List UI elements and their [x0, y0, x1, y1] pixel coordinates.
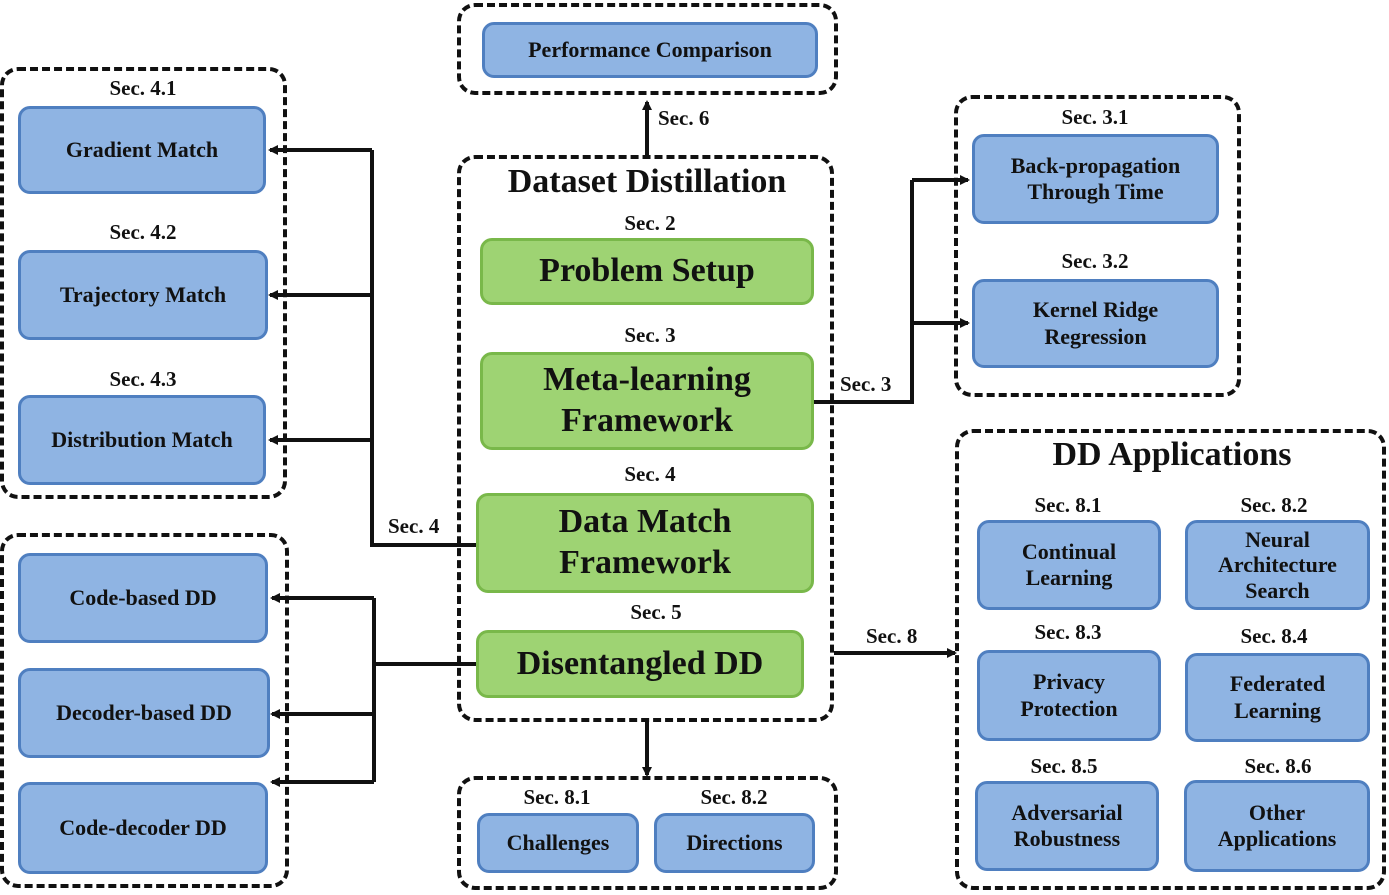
app-sec-8-4: Sec. 8.4 [1240, 624, 1308, 648]
performance-comparison-box: Performance Comparison [482, 22, 818, 78]
gradient-match-box: Gradient Match [18, 106, 266, 194]
data-match-box: Data Match Framework [476, 493, 814, 593]
federated-label: Federated Learning [1229, 671, 1326, 723]
krr-sec-label: Sec. 3.2 [1061, 249, 1129, 273]
matching-group [0, 67, 287, 499]
performance-group [457, 3, 838, 95]
code-based-label: Code-based DD [69, 584, 217, 610]
meta-sec-label: Sec. 3 [624, 323, 676, 347]
gradient-sec-label: Sec. 4.1 [109, 76, 177, 100]
line-data-match-trunk [370, 150, 476, 547]
decoder-based-box: Decoder-based DD [18, 668, 270, 758]
meta-learning-label: Meta-learning Framework [543, 361, 751, 439]
trajectory-sec-label: Sec. 4.2 [109, 220, 177, 244]
nas-box: Neural Architecture Search [1185, 520, 1370, 610]
app-sec-8-3: Sec. 8.3 [1034, 620, 1102, 644]
applications-arrow-label: Sec. 8 [866, 624, 918, 648]
disent-sec-label: Sec. 5 [630, 600, 682, 624]
directions-label: Directions [686, 829, 783, 855]
app-sec-8-5: Sec. 8.5 [1030, 754, 1098, 778]
distribution-match-label: Distribution Match [51, 426, 233, 452]
trajectory-match-label: Trajectory Match [59, 281, 227, 307]
app-sec-8-1: Sec. 8.1 [1034, 493, 1102, 517]
directions-sec-label: Sec. 8.2 [700, 785, 768, 809]
continual-learning-box: Continual Learning [977, 520, 1161, 610]
distribution-sec-label: Sec. 4.3 [109, 367, 177, 391]
match-sec-label: Sec. 4 [624, 462, 676, 486]
disentangled-methods-group [0, 533, 289, 888]
adversarial-label: Adversarial Robustness [1011, 799, 1123, 851]
meta-learning-box: Meta-learning Framework [480, 352, 814, 450]
disentangled-label: Disentangled DD [516, 644, 764, 682]
other-applications-label: Other Applications [1217, 799, 1337, 851]
bptt-label: Back-propagation Through Time [1010, 152, 1181, 204]
matching-arrow-label: Sec. 4 [388, 514, 440, 538]
data-match-label: Data Match Framework [558, 503, 732, 581]
challenges-label: Challenges [506, 829, 610, 855]
decoder-based-label: Decoder-based DD [56, 699, 232, 725]
bptt-sec-label: Sec. 3.1 [1061, 105, 1129, 129]
meta-methods-group [954, 95, 1241, 397]
applications-group [955, 429, 1386, 890]
bptt-box: Back-propagation Through Time [972, 134, 1219, 224]
other-applications-box: Other Applications [1184, 780, 1370, 872]
performance-label: Performance Comparison [528, 36, 772, 62]
adversarial-box: Adversarial Robustness [975, 781, 1159, 871]
disentangled-box: Disentangled DD [476, 630, 804, 698]
meta-arrow-label: Sec. 3 [840, 372, 892, 396]
continual-learning-label: Continual Learning [1021, 538, 1117, 590]
dataset-distillation-title: Dataset Distillation [507, 163, 787, 200]
trajectory-match-box: Trajectory Match [18, 250, 268, 340]
federated-box: Federated Learning [1185, 653, 1370, 742]
code-decoder-box: Code-decoder DD [18, 782, 268, 874]
directions-box: Directions [654, 813, 815, 873]
app-sec-8-2: Sec. 8.2 [1240, 493, 1308, 517]
future-group [457, 776, 838, 890]
app-sec-8-6: Sec. 8.6 [1244, 754, 1312, 778]
performance-sec-label: Sec. 6 [658, 106, 710, 130]
distribution-match-box: Distribution Match [18, 395, 266, 485]
problem-setup-box: Problem Setup [480, 238, 814, 305]
krr-label: Kernel Ridge Regression [1032, 297, 1159, 349]
privacy-box: Privacy Protection [977, 650, 1161, 741]
challenges-box: Challenges [477, 813, 639, 873]
krr-box: Kernel Ridge Regression [972, 279, 1219, 368]
problem-setup-label: Problem Setup [539, 252, 755, 290]
code-based-box: Code-based DD [18, 553, 268, 643]
dataset-distillation-group [457, 155, 834, 722]
gradient-match-label: Gradient Match [65, 136, 219, 162]
privacy-label: Privacy Protection [1020, 669, 1118, 721]
code-decoder-label: Code-decoder DD [59, 814, 227, 840]
nas-label: Neural Architecture Search [1218, 527, 1337, 603]
line-meta-trunk [814, 180, 914, 404]
challenges-sec-label: Sec. 8.1 [523, 785, 591, 809]
applications-title: DD Applications [1052, 436, 1292, 473]
problem-sec-label: Sec. 2 [624, 211, 676, 235]
